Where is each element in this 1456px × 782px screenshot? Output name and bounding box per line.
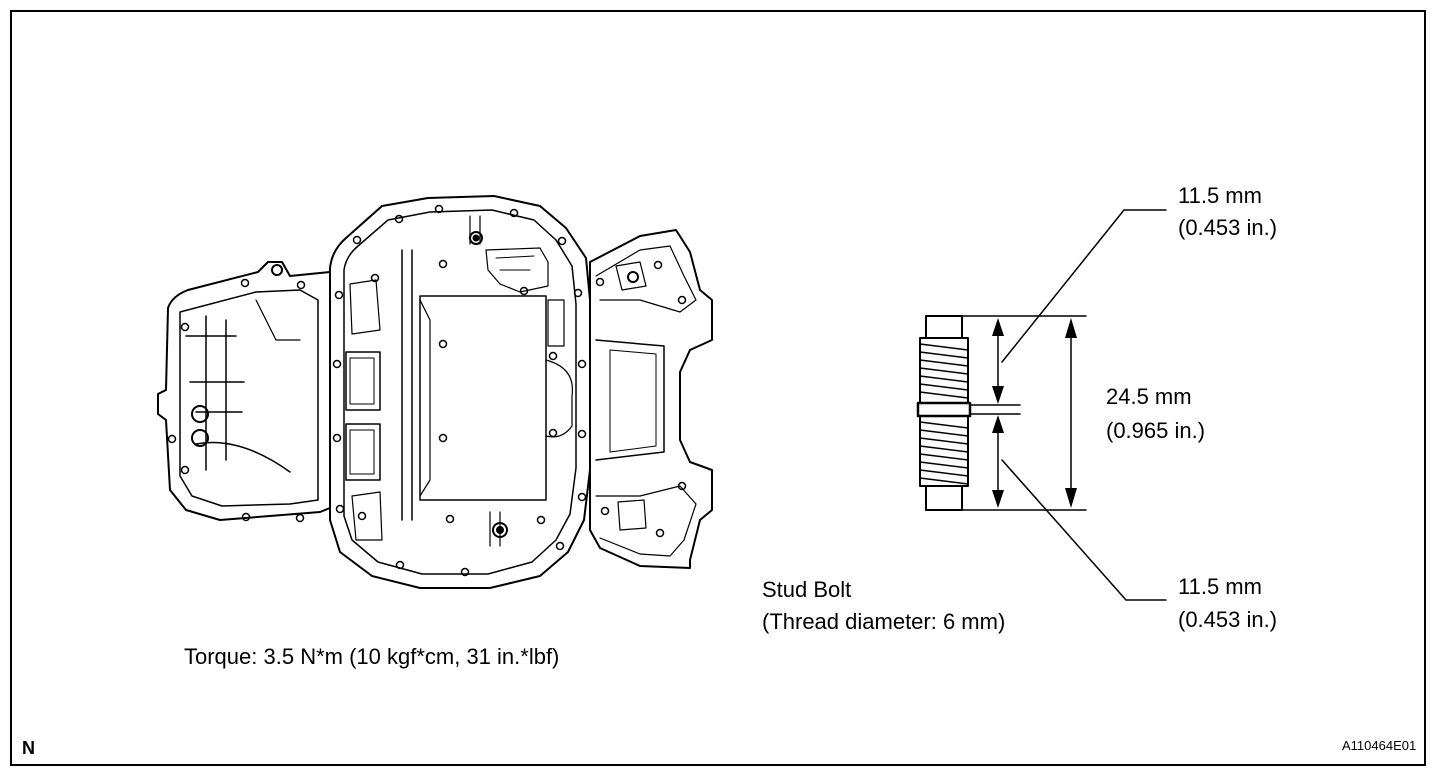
dimension-arrows — [992, 318, 1077, 508]
bottom-dimension-in: (0.453 in.) — [1178, 607, 1278, 632]
total-dimension-in: (0.965 in.) — [1106, 418, 1206, 443]
part-name: Stud Bolt — [762, 577, 852, 602]
top-dimension-mm: 11.5 mm — [1178, 183, 1262, 208]
installed-stud-bolts — [469, 231, 639, 538]
oil-pan-right-section — [589, 229, 713, 569]
dimension-lines — [961, 209, 1167, 601]
bottom-dimension-mm: 11.5 mm — [1178, 574, 1262, 599]
torque-spec: Torque: 3.5 N*m (10 kgf*cm, 31 in.*lbf) — [184, 644, 560, 669]
oil-pan-flange — [329, 195, 591, 589]
oil-pan-illustration — [157, 195, 713, 589]
oil-pan-left-section — [157, 261, 331, 521]
thread-diameter: (Thread diameter: 6 mm) — [762, 609, 1006, 634]
flange-bolt-holes — [167, 204, 687, 577]
top-dimension-in: (0.453 in.) — [1178, 215, 1278, 240]
figure-frame — [10, 10, 1426, 766]
total-dimension-mm: 24.5 mm — [1106, 384, 1192, 409]
stud-bolt-illustration — [916, 315, 972, 511]
figure-id: A110464E01 — [1342, 738, 1417, 753]
note-marker: N — [22, 738, 35, 758]
